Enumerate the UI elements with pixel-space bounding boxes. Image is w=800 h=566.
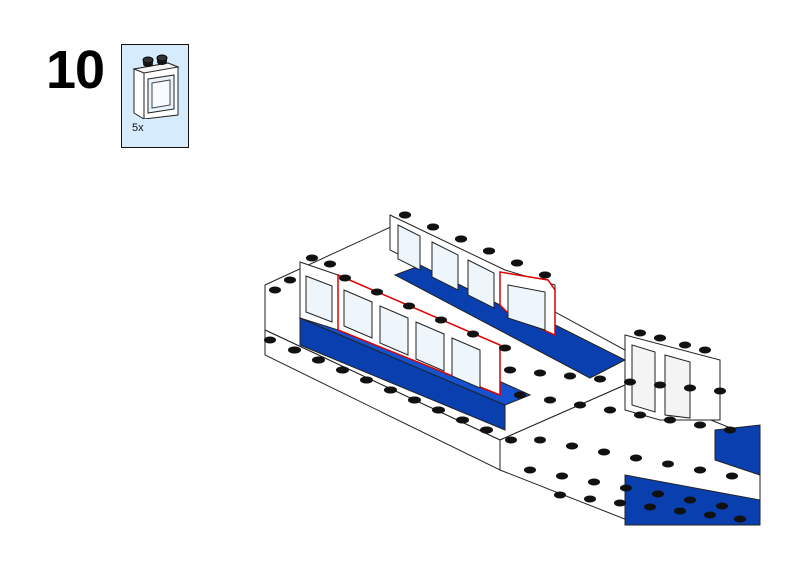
stud <box>704 511 716 519</box>
stud <box>588 478 600 486</box>
stud <box>554 491 566 499</box>
stud <box>544 396 556 404</box>
stud <box>534 369 546 377</box>
stud <box>684 384 696 392</box>
stud <box>630 454 642 462</box>
studs <box>264 211 746 523</box>
stud <box>684 496 696 504</box>
stud <box>427 223 439 231</box>
stud <box>435 316 447 324</box>
stud <box>716 502 728 510</box>
stud <box>336 366 348 374</box>
stud <box>726 472 738 480</box>
stud <box>694 421 706 429</box>
stud <box>339 274 351 282</box>
stud <box>499 344 511 352</box>
step-number: 10 <box>46 40 105 100</box>
stud <box>511 259 523 267</box>
stud <box>539 271 551 279</box>
blue-tile-strip <box>714 424 761 476</box>
stud <box>504 366 516 374</box>
stud <box>664 416 676 424</box>
stud <box>384 386 396 394</box>
stud <box>324 260 336 268</box>
stud <box>483 247 495 255</box>
stud <box>652 490 664 498</box>
stud <box>408 396 420 404</box>
stud <box>614 499 626 507</box>
stud <box>620 484 632 492</box>
stud <box>288 346 300 354</box>
stud <box>403 302 415 310</box>
stud <box>455 235 467 243</box>
window-brick-part-icon <box>132 54 180 119</box>
stud <box>566 442 578 450</box>
stud <box>654 381 666 389</box>
stud <box>644 503 656 511</box>
parts-list-callout: 5x <box>121 44 189 148</box>
part-quantity: 5x <box>132 122 144 134</box>
stud <box>654 334 666 342</box>
stud <box>634 329 646 337</box>
stud <box>714 387 726 395</box>
stud <box>604 406 616 414</box>
stud <box>734 515 746 523</box>
stud <box>574 401 586 409</box>
stud <box>674 507 686 515</box>
stud <box>699 346 711 354</box>
stud <box>694 466 706 474</box>
stud <box>598 448 610 456</box>
stud <box>371 288 383 296</box>
stud <box>505 436 517 444</box>
stud <box>724 426 736 434</box>
stud <box>264 336 276 344</box>
stud <box>312 356 324 364</box>
stud <box>467 330 479 338</box>
stud <box>564 372 576 380</box>
stud <box>524 466 536 474</box>
stud <box>534 436 546 444</box>
stud <box>269 286 281 294</box>
stud <box>480 426 492 434</box>
stud <box>556 472 568 480</box>
stud <box>594 375 606 383</box>
stud <box>584 495 596 503</box>
stud <box>284 276 296 284</box>
stud <box>662 460 674 468</box>
stud <box>432 406 444 414</box>
stud <box>624 378 636 386</box>
stud <box>514 391 526 399</box>
stud <box>456 416 468 424</box>
stud <box>634 411 646 419</box>
stud <box>360 376 372 384</box>
stud <box>306 254 318 262</box>
stud <box>679 341 691 349</box>
stud <box>399 211 411 219</box>
